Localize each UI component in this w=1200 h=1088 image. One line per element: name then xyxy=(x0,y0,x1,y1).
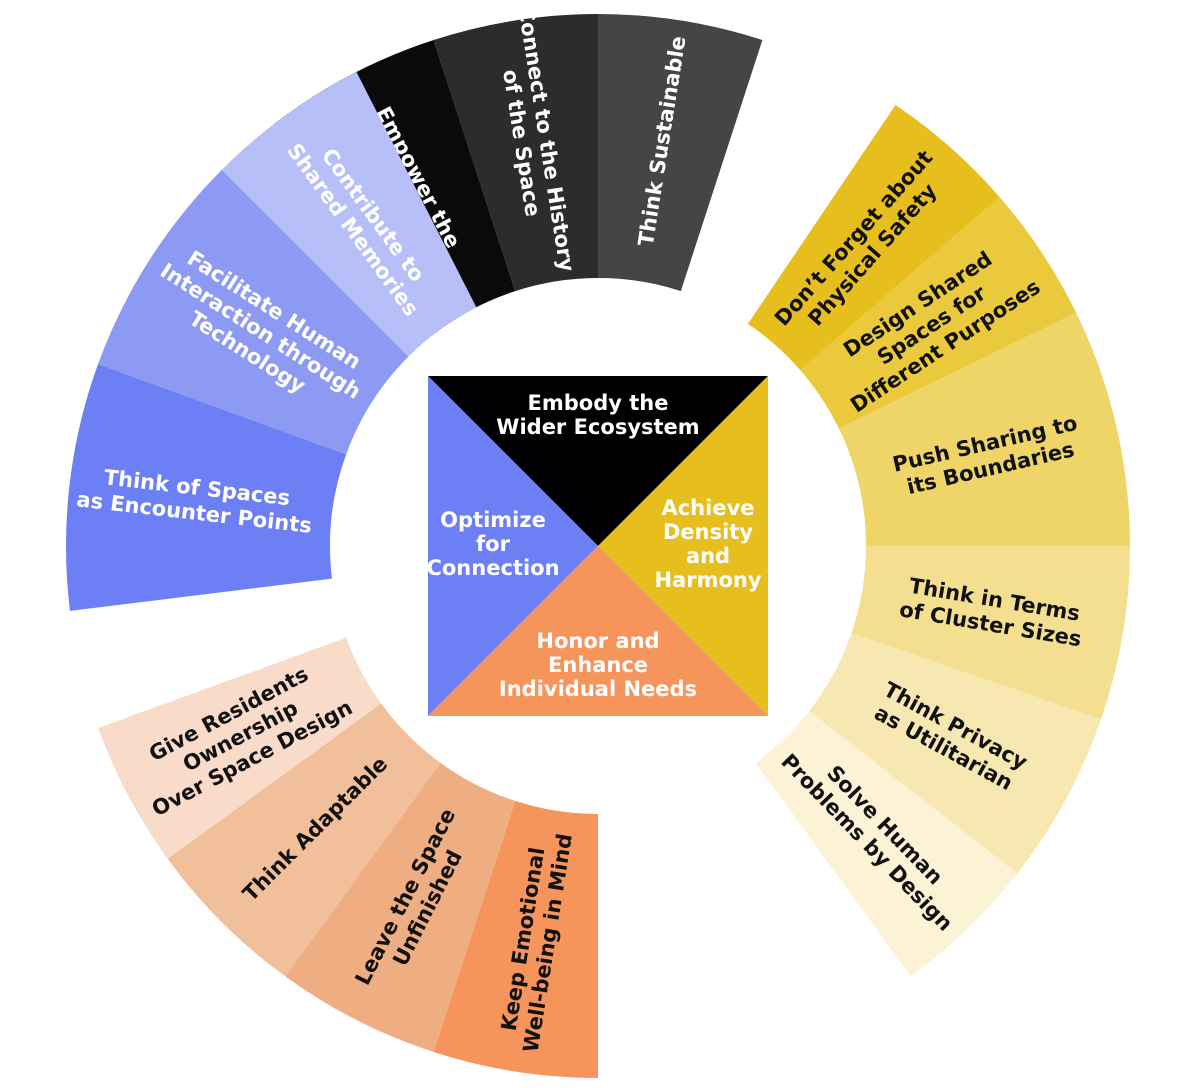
segment-solve-human-problems xyxy=(755,710,1018,977)
segment-emotional-wellbeing xyxy=(433,800,598,1078)
segment-human-interaction-technology xyxy=(98,169,409,455)
outer-ring: Empower theNeighborhoodConnect to the Hi… xyxy=(65,5,1130,1078)
segment-physical-safety xyxy=(747,104,1000,371)
center-label-line: Connection xyxy=(426,556,559,580)
segment-privacy-utilitarian xyxy=(809,633,1102,874)
segment-connect-history xyxy=(433,14,598,292)
segment-push-sharing xyxy=(838,312,1130,546)
center-triangle-left xyxy=(428,376,598,716)
center-triangle-bottom xyxy=(428,546,768,716)
segment-leave-unfinished xyxy=(285,762,516,1052)
segment-resident-ownership xyxy=(98,637,382,859)
segment-cluster-sizes xyxy=(851,546,1130,720)
center-label-line: Harmony xyxy=(654,568,761,592)
center-label-line: Enhance xyxy=(548,653,648,677)
center-label-line: Individual Needs xyxy=(499,677,697,701)
center-triangle-right xyxy=(598,376,768,716)
center-triangle-top xyxy=(428,376,768,546)
segment-shared-memories xyxy=(221,71,477,357)
center-label-line: Embody the xyxy=(528,391,669,415)
segment-think-sustainable xyxy=(598,14,763,292)
center-label-line: for xyxy=(476,532,511,556)
segment-shared-spaces xyxy=(800,196,1077,429)
center-label-line: Achieve xyxy=(661,496,754,520)
segment-encounter-points xyxy=(65,364,347,611)
center-label-line: Wider Ecosystem xyxy=(496,415,699,439)
segment-think-adaptable xyxy=(167,703,441,977)
center-label-line: Honor and xyxy=(536,629,659,653)
center-label-line: Density xyxy=(663,520,753,544)
center-label-line: Optimize xyxy=(440,508,546,532)
center-label-line: and xyxy=(686,544,730,568)
